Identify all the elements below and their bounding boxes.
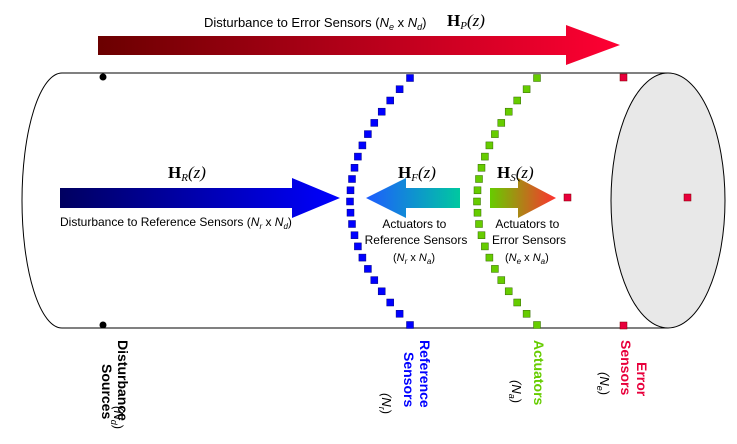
reference-sensor [348, 175, 356, 183]
reference-sensor [350, 231, 359, 239]
reference-sensor [406, 321, 414, 329]
reference-sensor-array [346, 74, 414, 329]
actuator [473, 197, 481, 206]
reference-sensors-label-2: Sensors [401, 352, 417, 407]
error-sensors-label: Error [634, 362, 650, 397]
actuator [485, 253, 494, 262]
actuator [497, 119, 506, 127]
reference-path-label: Disturbance to Reference Sensors (Nr x N… [60, 215, 292, 231]
disturbance-source-top [99, 73, 107, 81]
actuator [491, 130, 499, 138]
actuators-to-reference-label: Actuators to Reference Sensors [365, 217, 468, 247]
actuator [473, 186, 482, 195]
hp-arrow [98, 25, 620, 65]
reference-sensor [406, 74, 414, 82]
disturbance-sources-label-2: Sources [99, 364, 115, 419]
hr-arrow [60, 178, 340, 218]
reference-sensors-count: (Nr) [377, 393, 394, 414]
reference-sensor [346, 197, 354, 206]
actuator [504, 287, 513, 296]
reference-sensor [370, 119, 379, 127]
disturbance-sources-label: Disturbance [115, 340, 131, 421]
error-sensor-bottom [619, 321, 628, 330]
reference-sensor [354, 152, 362, 161]
reference-sensor [358, 141, 367, 150]
disturbance-source-bottom [99, 321, 107, 329]
actuator-array [473, 74, 541, 329]
hs-transfer-function: HS(z) [497, 163, 534, 184]
actuator [473, 208, 482, 217]
actuator [497, 276, 506, 284]
actuator [485, 141, 494, 150]
actuators-label: Actuators [531, 340, 547, 406]
reference-sensor [354, 242, 362, 251]
error-sensor-cap [683, 193, 692, 202]
cylinder-end-cap [610, 72, 726, 329]
hr-transfer-function: HR(z) [168, 163, 206, 184]
reference-sensor [386, 298, 394, 307]
actuator [513, 298, 521, 307]
actuator [504, 107, 513, 116]
error-sensors-count: (Ne) [595, 372, 612, 395]
reference-sensor [370, 276, 379, 284]
actuator [522, 310, 531, 318]
reference-sensors-label: Reference [417, 340, 433, 408]
reference-sensor [346, 186, 355, 195]
top-path-label: Disturbance to Error Sensors (Ne x Nd) [204, 15, 426, 32]
actuator [513, 96, 521, 105]
actuator [481, 152, 489, 161]
error-sensor-mid [563, 193, 572, 202]
actuator [477, 231, 486, 239]
actuator [481, 242, 489, 251]
actuators-count: (Na) [507, 380, 524, 403]
actuator [522, 85, 531, 93]
actuator [533, 321, 541, 329]
actuators-to-error-dim: (Ne x Na) [505, 252, 549, 266]
reference-sensor [377, 287, 386, 296]
error-sensors-label-2: Sensors [618, 340, 634, 395]
error-sensor-top [619, 73, 628, 82]
reference-sensor [395, 85, 404, 93]
actuator [491, 265, 499, 273]
disturbance-sources-count: (Nd) [109, 406, 126, 429]
reference-sensor [350, 164, 359, 172]
reference-sensor [348, 220, 356, 228]
reference-sensor [364, 265, 372, 273]
reference-sensor [386, 96, 394, 105]
actuator [475, 175, 483, 183]
hf-arrow [366, 178, 460, 218]
actuator [475, 220, 483, 228]
reference-sensor [346, 208, 355, 217]
reference-sensor [358, 253, 367, 262]
reference-sensor [377, 107, 386, 116]
reference-sensor [395, 310, 404, 318]
reference-sensor [364, 130, 372, 138]
hf-transfer-function: HF(z) [398, 163, 436, 184]
cylinder-body [21, 72, 668, 329]
actuator [477, 164, 486, 172]
actuators-to-reference-dim: (Nr x Na) [393, 252, 435, 266]
actuator [533, 74, 541, 82]
actuators-to-error-label: Actuators to Error Sensors [492, 217, 566, 247]
hp-transfer-function: HP(z) [447, 11, 485, 32]
hs-arrow [490, 178, 556, 218]
